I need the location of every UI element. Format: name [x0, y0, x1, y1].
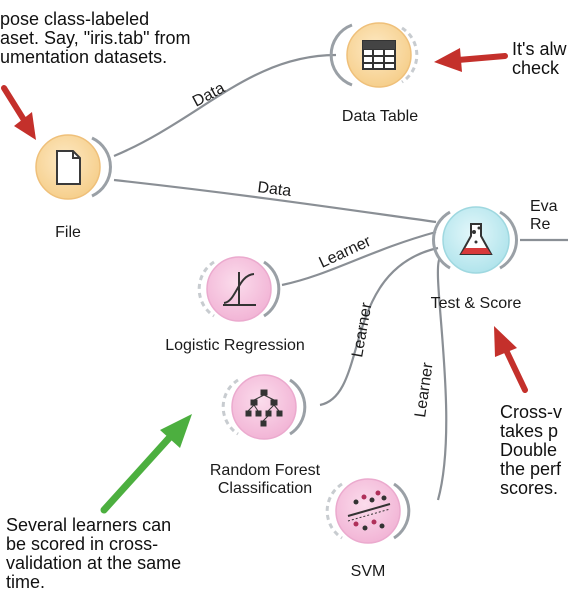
file-widget[interactable] [35, 134, 112, 200]
random-forest-widget[interactable] [221, 374, 307, 440]
test-score-widget[interactable] [432, 206, 518, 274]
link-svm-to-test[interactable] [436, 257, 448, 501]
link-file-to-table[interactable] [113, 53, 337, 158]
annotation-bottom-left: Several learners can be scored in cross-… [6, 515, 182, 592]
svm-widget[interactable] [325, 478, 411, 544]
link-label-svm-to-test: Learner [412, 361, 437, 419]
widget-label-svm: SVM [350, 563, 386, 580]
annotation-bottom-right: Cross-v takes p Double the perf scores. [500, 402, 562, 498]
green-arrow-learners [100, 414, 192, 514]
links [113, 53, 568, 501]
red-arrow-data-table [434, 48, 508, 72]
data-table-widget[interactable] [329, 22, 419, 88]
widget-label-evaluation-partial: Eva Re [530, 198, 558, 233]
flask-icon [459, 223, 493, 255]
link-label-rf-to-test: Learner [349, 301, 375, 359]
link-label-file-to-test: Data [257, 179, 293, 200]
red-arrow-file [1, 85, 36, 140]
logistic-regression-widget[interactable] [197, 256, 281, 322]
annotation-top-right: It's alw check [512, 39, 567, 78]
annotation-top-left: pose class-labeled aset. Say, "iris.tab"… [0, 9, 191, 67]
link-rf-to-test[interactable] [319, 246, 439, 407]
file-document-icon [56, 150, 81, 185]
red-arrow-test-score [494, 326, 528, 393]
sigmoid-curve-icon [223, 272, 256, 306]
widget-label-random-forest: Random Forest Classification [209, 462, 321, 497]
widget-label-test-score: Test & Score [430, 295, 522, 312]
widget-label-file: File [55, 224, 81, 241]
link-lr-to-test[interactable] [281, 230, 437, 287]
scatter-separator-icon [347, 490, 391, 531]
link-file-to-test[interactable] [113, 178, 437, 224]
widget-label-logistic-regression: Logistic Regression [165, 337, 305, 354]
link-label-lr-to-test: Learner [317, 233, 375, 272]
link-label-file-to-table: Data [190, 80, 228, 111]
tree-network-icon [245, 389, 283, 427]
widget-label-data-table: Data Table [341, 108, 419, 125]
